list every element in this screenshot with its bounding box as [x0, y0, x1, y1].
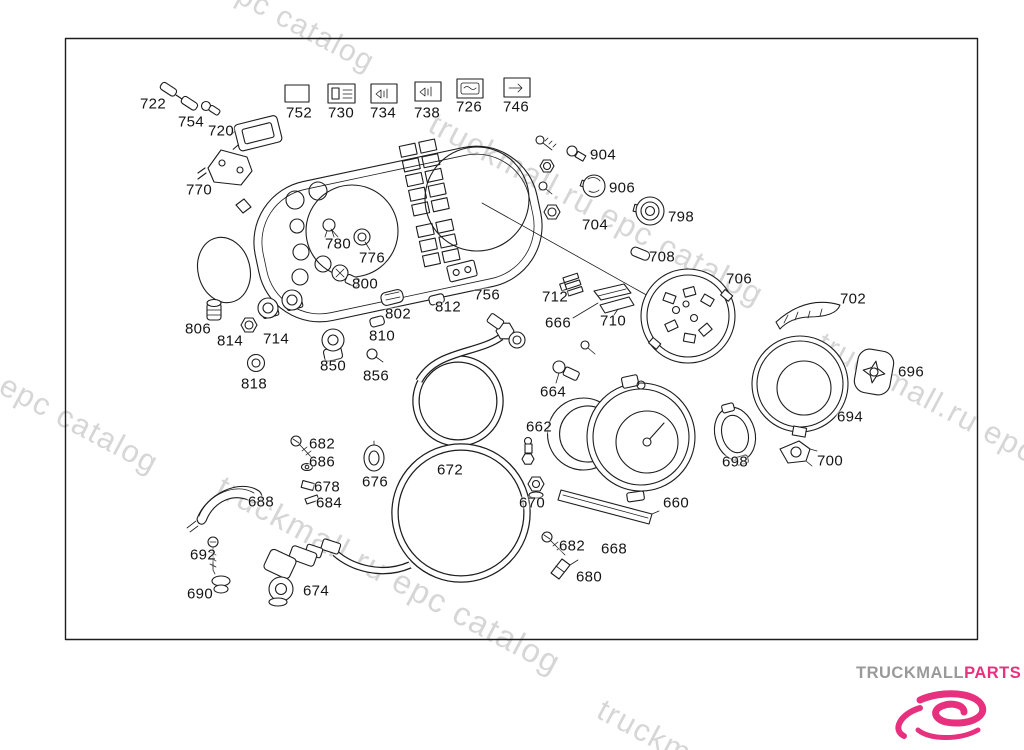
cable-clip-688 [186, 485, 263, 533]
warning-light-windows [398, 138, 461, 268]
plate-666 [572, 283, 632, 319]
nuts-704 [539, 159, 561, 220]
socket-776 [353, 228, 371, 251]
screws-722 [159, 81, 199, 111]
clip-680 [550, 558, 579, 580]
bulb-856 [366, 348, 384, 363]
knob-906 [538, 174, 606, 198]
sleeve-708 [630, 246, 651, 261]
speedo-drive-674 [263, 545, 318, 607]
grommet-676 [363, 440, 385, 472]
bulb-664 [552, 340, 596, 384]
wedge-710 [599, 296, 635, 316]
ribbed-cap-798 [632, 196, 665, 226]
sleeve-810 [369, 315, 385, 328]
nut-814 [240, 317, 258, 333]
cylinder-806 [206, 298, 222, 321]
sockets-714 [257, 289, 304, 319]
logo-swirl-icon [895, 690, 987, 740]
pin-684 [304, 494, 320, 505]
valve-662 [521, 436, 535, 465]
module-746 [503, 77, 531, 98]
bulb-754 [200, 100, 221, 116]
washer-686 [300, 462, 314, 472]
screw-bulb-904 [535, 135, 597, 162]
module-738 [414, 81, 442, 102]
bezel-694 [751, 335, 849, 438]
bracket-700 [779, 440, 818, 467]
gasket-oval [196, 236, 252, 304]
cylinder-802 [380, 289, 404, 306]
bulbholder-800 [331, 264, 360, 288]
screw-682-left [290, 435, 314, 460]
module-752 [284, 84, 310, 103]
socket-850 [321, 328, 345, 362]
bulb-780 [322, 218, 339, 238]
cap-698 [713, 402, 757, 466]
logo-text: TRUCKMALLPARTS [856, 664, 1022, 683]
module-730 [327, 83, 356, 104]
housing-720 [229, 115, 283, 152]
grommet-690 [211, 575, 231, 594]
bracket-770 [197, 149, 253, 214]
clip-678 [300, 479, 316, 491]
sleeve-812 [428, 293, 445, 306]
truckmall-logo[interactable]: TRUCKMALLPARTS [856, 664, 1022, 740]
logo-text-truckmall: TRUCKMALL [856, 664, 965, 682]
module-726 [456, 78, 484, 99]
leader-line-706 [481, 202, 651, 298]
screw-682-right [541, 531, 566, 556]
ribbed-plug-712 [559, 272, 584, 297]
nut-670 [527, 476, 545, 499]
bracket-668 [557, 489, 660, 525]
speedometer-cable-672 [304, 313, 531, 583]
screw-692 [207, 536, 219, 575]
retaining-rings [546, 397, 603, 471]
washer-818 [246, 353, 266, 373]
gauge-660 [586, 374, 696, 503]
bulb-carrier-plate-706 [640, 268, 736, 364]
lens-702 [775, 301, 841, 330]
logo-text-parts: PARTS [964, 664, 1022, 682]
grommet-696 [853, 348, 895, 396]
module-734 [370, 83, 398, 104]
diagram-border [64, 37, 979, 641]
connector-756 [446, 259, 478, 283]
